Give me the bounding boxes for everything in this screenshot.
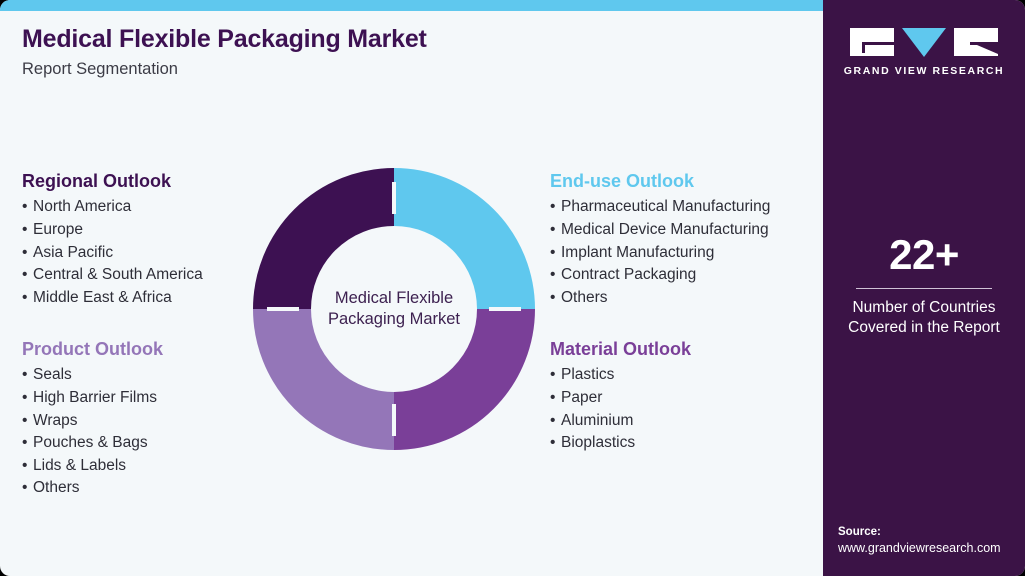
donut-segment-regional bbox=[253, 168, 395, 310]
bullet-icon: • bbox=[550, 220, 556, 238]
list-item-label: Bioplastics bbox=[561, 434, 636, 452]
product-outlook-block: Product Outlook • Seals • High Barrier Fil… bbox=[22, 338, 163, 500]
list-item: • Middle East & Africa bbox=[22, 287, 203, 310]
header: Medical Flexible Packaging Market Report… bbox=[22, 24, 722, 80]
bullet-icon: • bbox=[550, 411, 556, 429]
bullet-icon: • bbox=[22, 479, 28, 497]
list-item: • North America bbox=[22, 196, 203, 219]
bullet-icon: • bbox=[550, 434, 556, 452]
stat-value: 22+ bbox=[889, 231, 959, 278]
top-accent-bar bbox=[0, 0, 823, 11]
bullet-icon: • bbox=[22, 366, 28, 384]
list-item-label: Europe bbox=[33, 220, 83, 238]
list-item-label: Contract Packaging bbox=[561, 266, 697, 284]
source-url[interactable]: www.grandviewresearch.com bbox=[838, 541, 1001, 555]
enduse-outlook-heading: End-use Outlook bbox=[550, 171, 694, 191]
material-outlook-list: • Plastics • Paper • Aluminium • Bioplastics bbox=[550, 364, 691, 454]
stat-label-line1: Number of Countries bbox=[852, 299, 996, 316]
donut-segment-material bbox=[393, 308, 535, 450]
product-outlook-heading: Product Outlook bbox=[22, 339, 163, 359]
list-item-label: North America bbox=[33, 198, 132, 216]
list-item-label: Others bbox=[561, 288, 608, 306]
bullet-icon: • bbox=[550, 366, 556, 384]
bullet-icon: • bbox=[22, 198, 28, 216]
bullet-icon: • bbox=[22, 434, 28, 452]
regional-outlook-list: • North America • Europe • Asia Pacific • Ce… bbox=[22, 196, 203, 309]
bullet-icon: • bbox=[550, 388, 556, 406]
bullet-icon: • bbox=[22, 388, 28, 406]
list-item: • Aluminium bbox=[550, 410, 691, 433]
brand-logo: GRAND VIEW RESEARCH bbox=[823, 26, 1025, 77]
regional-outlook-block: Regional Outlook • North America • Europe … bbox=[22, 170, 203, 309]
bullet-icon: • bbox=[550, 288, 556, 306]
page-subtitle: Report Segmentation bbox=[22, 60, 178, 79]
list-item-label: Implant Manufacturing bbox=[561, 243, 715, 261]
donut-gap-right bbox=[489, 307, 521, 311]
bullet-icon: • bbox=[550, 243, 556, 261]
list-item-label: Wraps bbox=[33, 411, 78, 429]
bullet-icon: • bbox=[550, 266, 556, 284]
bullet-icon: • bbox=[550, 198, 556, 216]
list-item-label: Middle East & Africa bbox=[33, 288, 172, 306]
list-item: • Wraps bbox=[22, 410, 163, 433]
list-item: • Pouches & Bags bbox=[22, 432, 163, 455]
list-item: • Contract Packaging bbox=[550, 264, 770, 287]
bullet-icon: • bbox=[22, 266, 28, 284]
list-item: • Implant Manufacturing bbox=[550, 242, 770, 265]
stat-divider bbox=[856, 288, 992, 289]
list-item: • Medical Device Manufacturing bbox=[550, 219, 770, 242]
countries-stat-block: 22+ Number of Countries Covered in the R… bbox=[823, 234, 1025, 338]
brand-side-panel: GRAND VIEW RESEARCH 22+ Number of Countr… bbox=[823, 0, 1025, 576]
brand-name: GRAND VIEW RESEARCH bbox=[843, 65, 1005, 77]
list-item: • Others bbox=[22, 477, 163, 500]
donut-gap-bottom bbox=[392, 404, 396, 436]
material-outlook-heading: Material Outlook bbox=[550, 339, 692, 359]
source-label: Source: bbox=[838, 526, 881, 538]
page-title: Medical Flexible Packaging Market bbox=[22, 25, 427, 53]
donut-segment-enduse bbox=[393, 168, 535, 310]
list-item: • Paper bbox=[550, 387, 691, 410]
list-item: • Others bbox=[550, 287, 770, 310]
list-item-label: Others bbox=[33, 479, 80, 497]
list-item-label: Seals bbox=[33, 366, 72, 384]
list-item-label: Paper bbox=[561, 388, 603, 406]
enduse-outlook-block: End-use Outlook • Pharmaceutical Manufact… bbox=[550, 170, 770, 309]
list-item-label: Central & South America bbox=[33, 266, 203, 284]
donut-svg bbox=[253, 168, 535, 450]
list-item: • Central & South America bbox=[22, 264, 203, 287]
list-item: • Plastics bbox=[550, 364, 691, 387]
donut-segment-product bbox=[253, 308, 395, 450]
list-item: • Asia Pacific bbox=[22, 242, 203, 265]
product-outlook-list: • Seals • High Barrier Films • Wraps • Pouch… bbox=[22, 364, 163, 500]
list-item-label: Plastics bbox=[561, 366, 615, 384]
list-item: • Europe bbox=[22, 219, 203, 242]
bullet-icon: • bbox=[22, 243, 28, 261]
list-item: • Seals bbox=[22, 364, 163, 387]
material-outlook-block: Material Outlook • Plastics • Paper • Alumi… bbox=[550, 338, 691, 455]
list-item: • Pharmaceutical Manufacturing bbox=[550, 196, 770, 219]
enduse-outlook-list: • Pharmaceutical Manufacturing • Medical D… bbox=[550, 196, 770, 309]
list-item-label: Medical Device Manufacturing bbox=[561, 220, 769, 238]
regional-outlook-heading: Regional Outlook bbox=[22, 171, 172, 191]
bullet-icon: • bbox=[22, 288, 28, 306]
list-item-label: Lids & Labels bbox=[33, 456, 127, 474]
bullet-icon: • bbox=[22, 220, 28, 238]
donut-gap-top bbox=[392, 182, 396, 214]
list-item-label: High Barrier Films bbox=[33, 388, 158, 406]
source-block: Source: www.grandviewresearch.com bbox=[838, 524, 1025, 557]
list-item-label: Aluminium bbox=[561, 411, 634, 429]
donut-gap-left bbox=[267, 307, 299, 311]
list-item-label: Pouches & Bags bbox=[33, 434, 148, 452]
list-item: • Bioplastics bbox=[550, 432, 691, 455]
segmentation-donut-chart: Medical Flexible Packaging Market bbox=[253, 168, 535, 450]
bullet-icon: • bbox=[22, 456, 28, 474]
bullet-icon: • bbox=[22, 411, 28, 429]
gvr-logo-icon bbox=[850, 28, 998, 57]
stat-label-line2: Covered in the Report bbox=[848, 319, 1000, 336]
list-item: • High Barrier Films bbox=[22, 387, 163, 410]
list-item-label: Pharmaceutical Manufacturing bbox=[561, 198, 771, 216]
list-item: • Lids & Labels bbox=[22, 455, 163, 478]
list-item-label: Asia Pacific bbox=[33, 243, 114, 261]
